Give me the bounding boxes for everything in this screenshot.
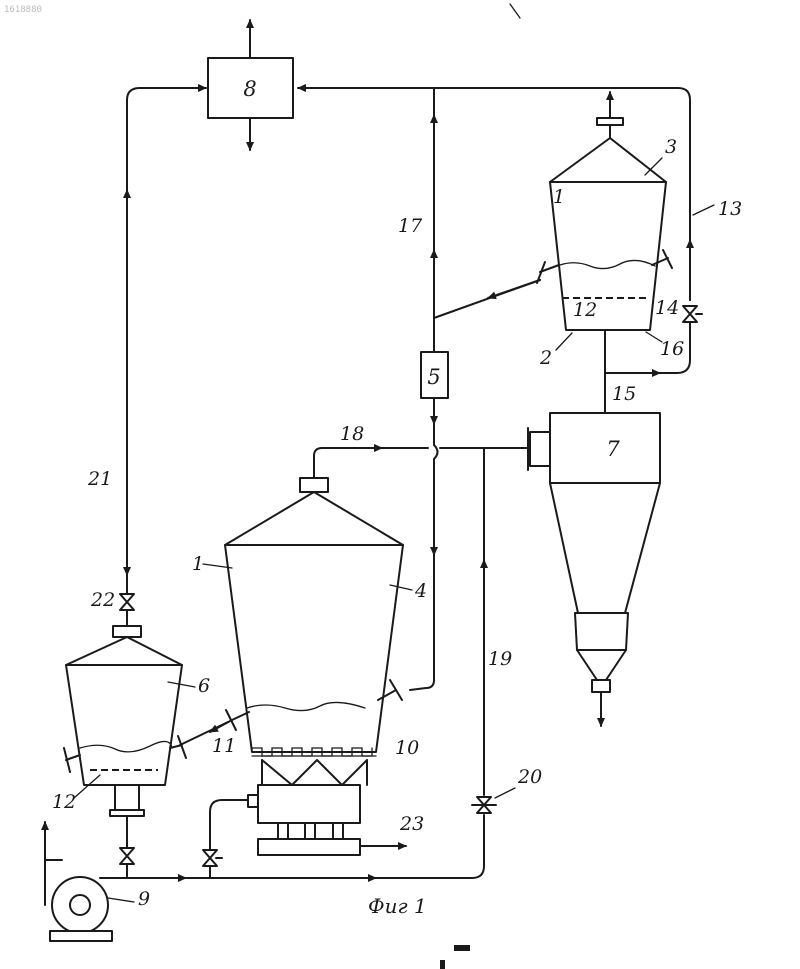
label-23: 23 bbox=[399, 813, 424, 835]
label-19: 19 bbox=[488, 648, 512, 670]
unit-7-label: 7 bbox=[606, 437, 620, 461]
unit-8-block: 8 bbox=[208, 20, 293, 150]
unit-8-label: 8 bbox=[243, 77, 256, 101]
scan-stroke bbox=[510, 4, 520, 18]
line-18 bbox=[314, 448, 528, 468]
label-1-large: 1 bbox=[192, 553, 204, 575]
label-14: 14 bbox=[655, 297, 679, 319]
label-18: 18 bbox=[340, 423, 364, 445]
gas-distributor-unit bbox=[210, 785, 406, 855]
label-16: 16 bbox=[660, 338, 684, 360]
label-15: 15 bbox=[612, 383, 636, 405]
label-17: 17 bbox=[398, 215, 423, 237]
label-1-upper: 1 bbox=[553, 186, 565, 208]
label-12-upper: 12 bbox=[573, 299, 597, 321]
blower-9 bbox=[45, 822, 112, 941]
figure-caption: Фиг 1 bbox=[368, 894, 427, 918]
label-21: 21 bbox=[87, 468, 112, 490]
label-11: 11 bbox=[212, 735, 236, 757]
label-22: 22 bbox=[90, 589, 115, 611]
label-10: 10 bbox=[395, 737, 419, 759]
label-4: 4 bbox=[414, 580, 427, 602]
label-12-lower: 12 bbox=[52, 791, 76, 813]
label-2: 2 bbox=[539, 347, 552, 369]
unit-5-label: 5 bbox=[427, 365, 440, 389]
scan-mark-2 bbox=[440, 960, 445, 969]
label-20: 20 bbox=[517, 766, 542, 788]
upper-reactor-vessel bbox=[537, 118, 672, 413]
unit-7-cyclone: 7 bbox=[528, 413, 660, 726]
label-9: 9 bbox=[138, 888, 150, 910]
document-code: 1618880 bbox=[4, 5, 42, 15]
label-6: 6 bbox=[198, 675, 210, 697]
unit-5-block: 5 bbox=[421, 352, 448, 424]
small-vessel-6 bbox=[64, 590, 186, 878]
scan-mark bbox=[454, 945, 470, 951]
line-21 bbox=[127, 88, 206, 590]
feed-line-to-large-vessel bbox=[410, 424, 438, 690]
label-13: 13 bbox=[718, 198, 742, 220]
top-collector-line bbox=[298, 88, 690, 120]
label-3: 3 bbox=[665, 136, 677, 158]
valve-20 bbox=[472, 797, 496, 813]
